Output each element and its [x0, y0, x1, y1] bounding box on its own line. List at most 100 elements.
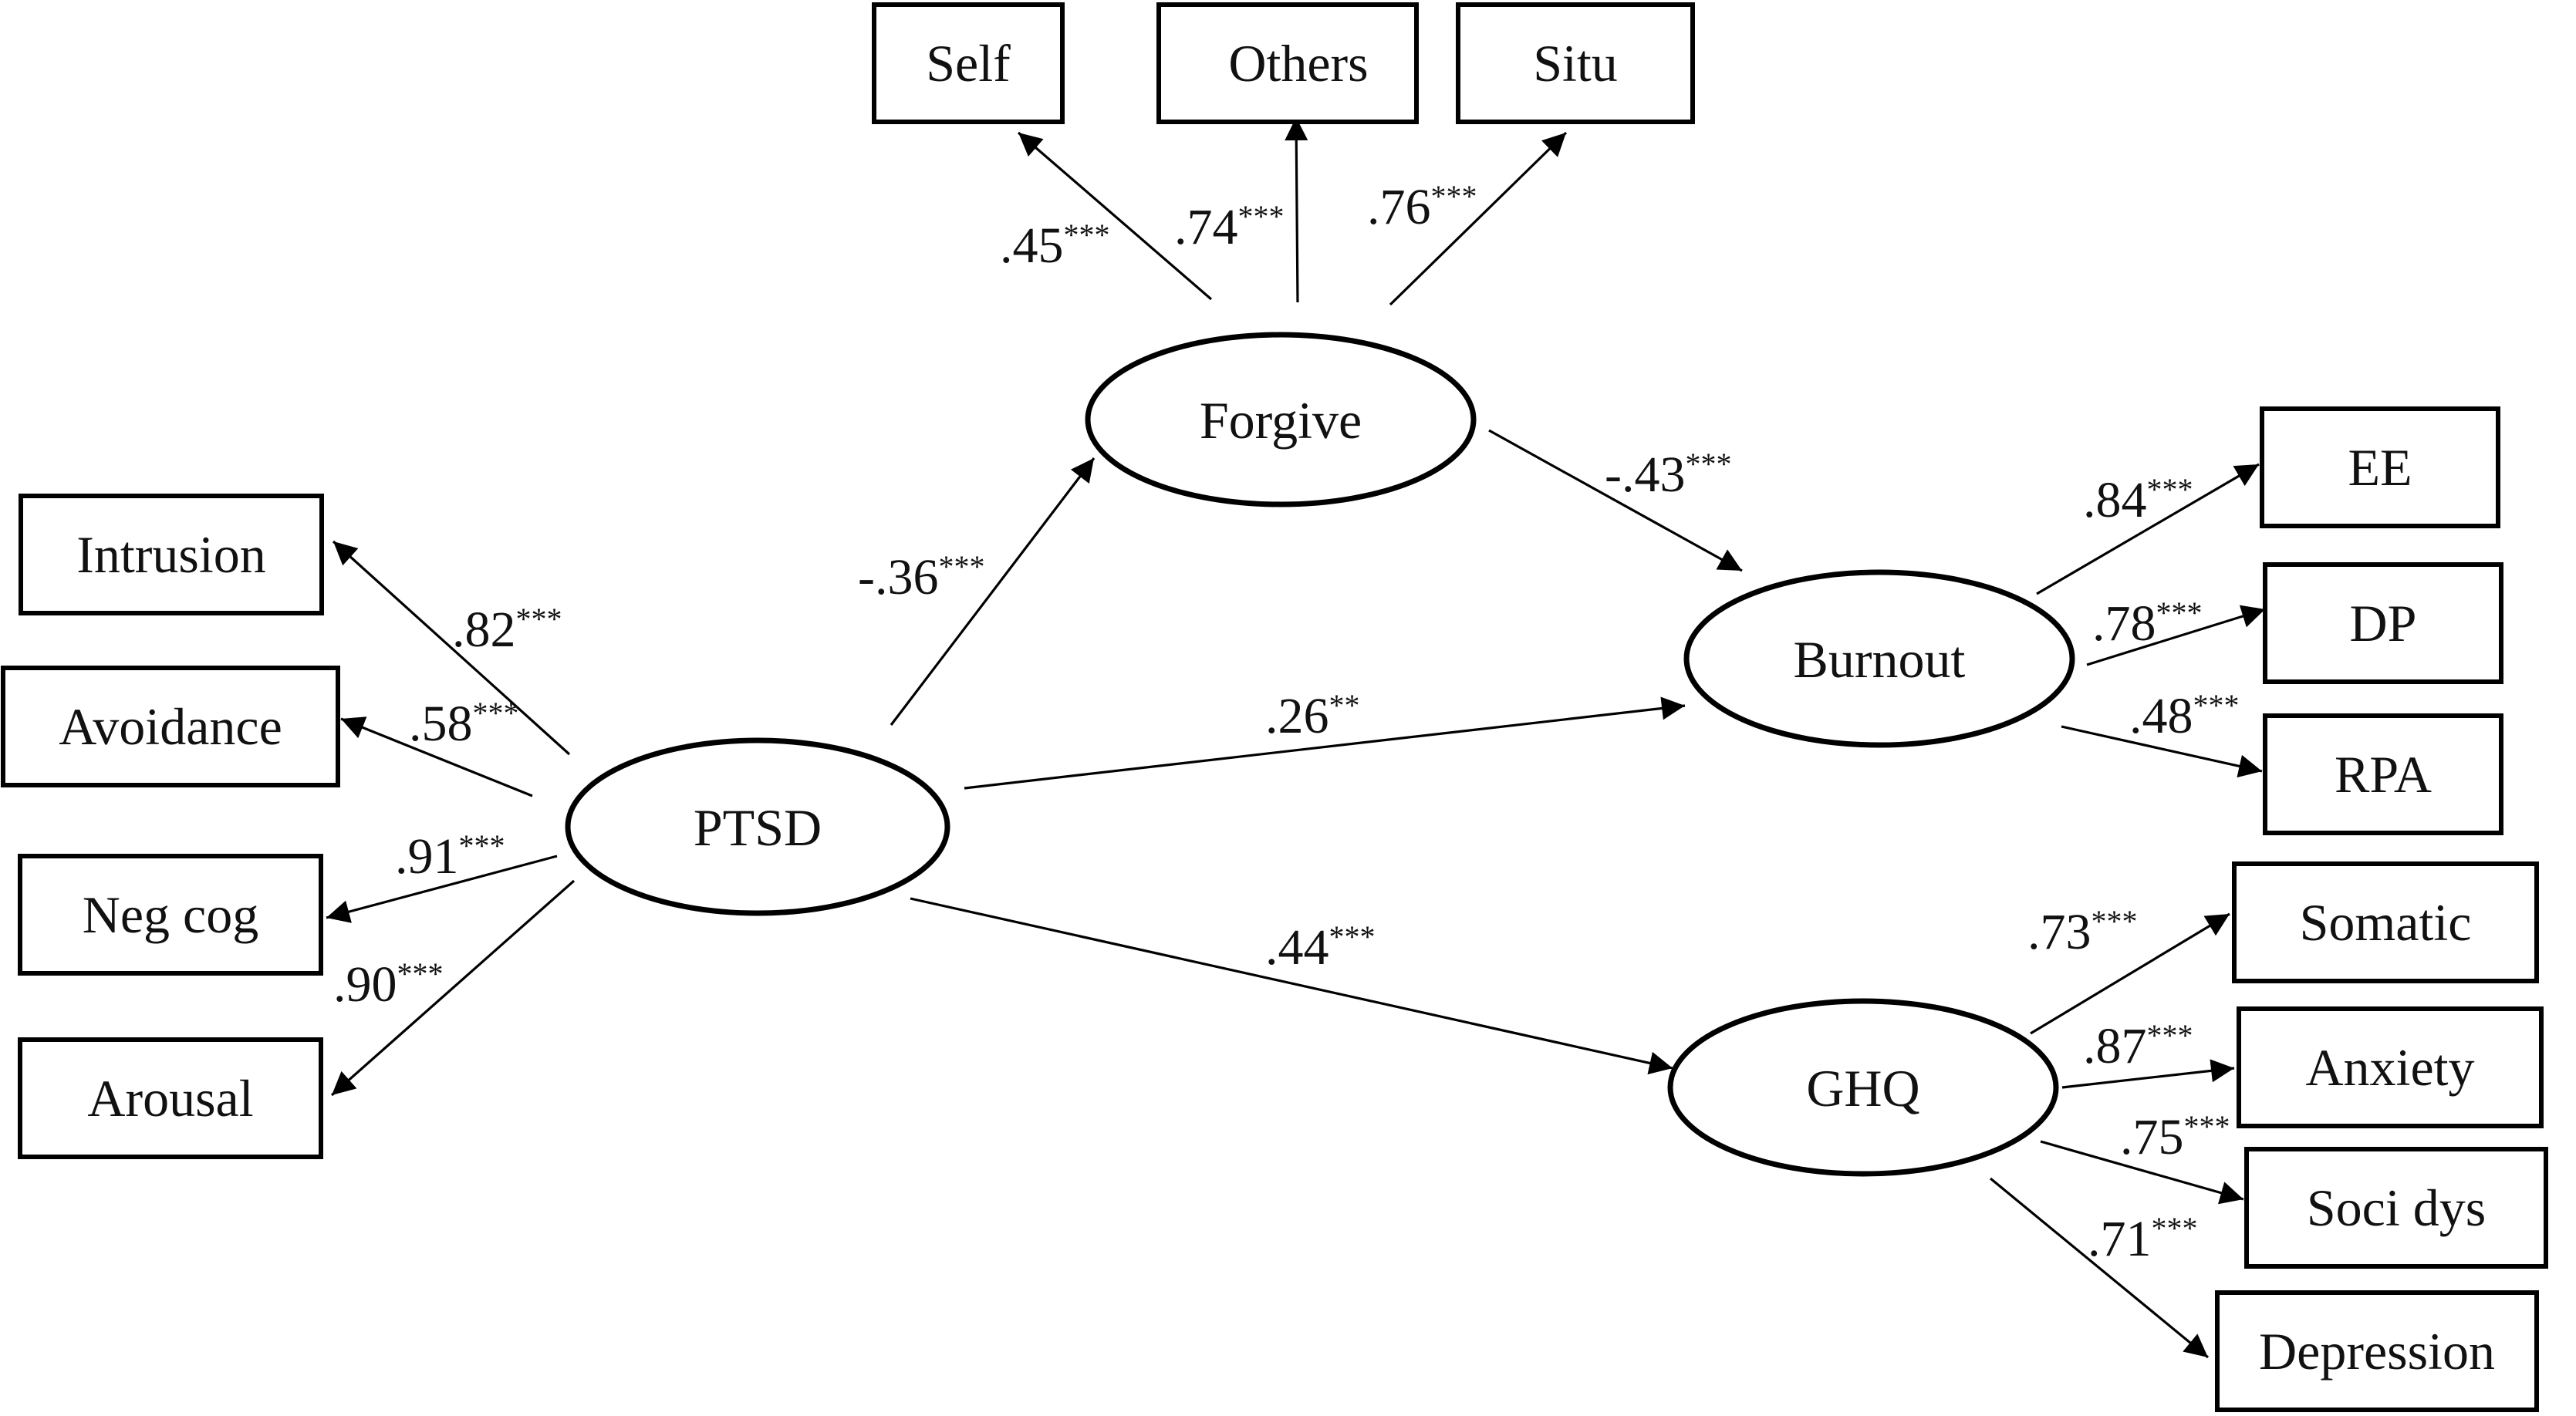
loading-coefficients: .45*** .74*** .76*** .82*** .58*** .91**… [333, 179, 2240, 1267]
indicator-ee: EE [2260, 406, 2500, 528]
coef-forgive-others: .74*** [1174, 199, 1285, 255]
burnout-label: Burnout [1794, 630, 1966, 689]
coef-ptsd-ghq: .44*** [1265, 919, 1376, 976]
others-box [1156, 2, 1419, 124]
path-forgive-burnout [1488, 429, 1743, 572]
edge-forgive-situ [1389, 131, 1568, 306]
ghq-ellipse [1667, 998, 2059, 1177]
others-label: Others [1228, 34, 1368, 93]
situ-box [1456, 2, 1695, 124]
indicator-others: Others [1156, 2, 1419, 124]
neg-cog-label: Neg cog [83, 885, 258, 944]
coef-forgive-burnout: -.43*** [1605, 447, 1731, 503]
indicator-anxiety: Anxiety [2237, 1006, 2544, 1128]
coef-ghq-anxiety: .87*** [2083, 1018, 2193, 1074]
indicator-self: Self [872, 2, 1065, 124]
depression-label: Depression [2259, 1322, 2495, 1381]
rpa-label: RPA [2335, 745, 2432, 804]
avoidance-label: Avoidance [59, 697, 282, 756]
coef-ptsd-forgive: -.36*** [858, 549, 984, 605]
coef-burnout-rpa: .48*** [2129, 688, 2240, 744]
edge-ghq-anxiety [2061, 1059, 2235, 1089]
indicator-situ: Situ [1456, 2, 1695, 124]
edge-ptsd-neg-cog [326, 855, 558, 923]
edge-burnout-rpa [2061, 725, 2263, 778]
indicator-neg-cog: Neg cog [18, 854, 323, 976]
forgive-label: Forgive [1200, 391, 1362, 450]
ghq-indicators: Somatic Anxiety Soci dys Depression [2215, 861, 2548, 1412]
forgive-loadings [1017, 116, 1568, 306]
somatic-label: Somatic [2300, 893, 2472, 952]
coef-burnout-dp: .78*** [2092, 595, 2203, 652]
structural-paths [890, 429, 1743, 1075]
dp-box [2263, 562, 2503, 684]
indicator-arousal: Arousal [18, 1037, 323, 1159]
path-ptsd-forgive [890, 457, 1096, 726]
situ-label: Situ [1533, 34, 1618, 93]
indicator-avoidance: Avoidance [1, 666, 340, 787]
burnout-loadings [2036, 463, 2266, 778]
latent-variables: PTSD Forgive Burnout GHQ [565, 332, 2075, 1177]
arousal-box [18, 1037, 323, 1159]
edge-burnout-dp [2086, 605, 2266, 666]
ptsd-loadings [326, 540, 576, 1097]
edge-ptsd-arousal [330, 879, 576, 1097]
coef-ptsd-avoidance: .58*** [409, 696, 519, 752]
path-ptsd-ghq [910, 897, 1673, 1075]
indicator-somatic: Somatic [2232, 861, 2539, 983]
burnout-indicators: EE DP RPA [2260, 406, 2503, 835]
soci-dys-label: Soci dys [2307, 1178, 2486, 1237]
arousal-label: Arousal [87, 1069, 253, 1128]
ptsd-ellipse [565, 737, 950, 916]
indicator-soci-dys: Soci dys [2244, 1147, 2548, 1269]
soci-dys-box [2244, 1147, 2548, 1269]
edge-ghq-soci-dys [2040, 1140, 2244, 1205]
forgive-indicators: Self Others Situ [872, 2, 1695, 124]
edge-burnout-ee [2036, 463, 2260, 595]
indicator-dp: DP [2263, 562, 2503, 684]
depression-box [2215, 1290, 2539, 1412]
forgive-ellipse [1085, 332, 1477, 507]
edge-forgive-others [1285, 116, 1308, 303]
coef-forgive-self: .45*** [1000, 217, 1110, 274]
neg-cog-box [18, 854, 323, 976]
self-box [872, 2, 1065, 124]
edge-ptsd-intrusion [332, 540, 571, 756]
latent-ptsd: PTSD [565, 737, 950, 916]
self-label: Self [926, 34, 1011, 93]
coef-ptsd-intrusion: .82*** [452, 602, 562, 658]
intrusion-label: Intrusion [76, 525, 266, 584]
coef-ptsd-neg-cog: .91*** [395, 828, 505, 885]
rpa-box [2263, 713, 2503, 835]
burnout-ellipse [1683, 569, 2075, 748]
ptsd-indicators: Intrusion Avoidance Neg cog Arousal [1, 494, 340, 1159]
ghq-loadings [1989, 912, 2244, 1359]
ghq-label: GHQ [1806, 1059, 1919, 1118]
edge-ptsd-avoidance [340, 716, 533, 797]
coef-ghq-somatic: .73*** [2027, 904, 2138, 960]
coef-ptsd-arousal: .90*** [333, 956, 444, 1013]
indicator-intrusion: Intrusion [19, 494, 324, 615]
indicator-rpa: RPA [2263, 713, 2503, 835]
edge-forgive-self [1017, 131, 1213, 301]
indicator-depression: Depression [2215, 1290, 2539, 1412]
coef-forgive-situ: .76*** [1367, 179, 1477, 235]
intrusion-box [19, 494, 324, 615]
path-ptsd-burnout [964, 696, 1686, 790]
latent-ghq: GHQ [1667, 998, 2059, 1177]
coef-ghq-depression: .71*** [2088, 1211, 2198, 1267]
coef-ptsd-burnout: .26** [1265, 688, 1360, 744]
coef-ghq-soci-dys: .75*** [2120, 1109, 2230, 1165]
path-coefficients: -.36*** -.43*** .26** .44*** [858, 447, 1731, 976]
ee-box [2260, 406, 2500, 528]
coef-burnout-ee: .84*** [2083, 472, 2193, 528]
ee-label: EE [2348, 438, 2412, 497]
anxiety-label: Anxiety [2305, 1038, 2474, 1097]
latent-forgive: Forgive [1085, 332, 1477, 507]
avoidance-box [1, 666, 340, 787]
edge-ghq-depression [1989, 1177, 2210, 1359]
latent-burnout: Burnout [1683, 569, 2075, 748]
anxiety-box [2237, 1006, 2544, 1128]
somatic-box [2232, 861, 2539, 983]
